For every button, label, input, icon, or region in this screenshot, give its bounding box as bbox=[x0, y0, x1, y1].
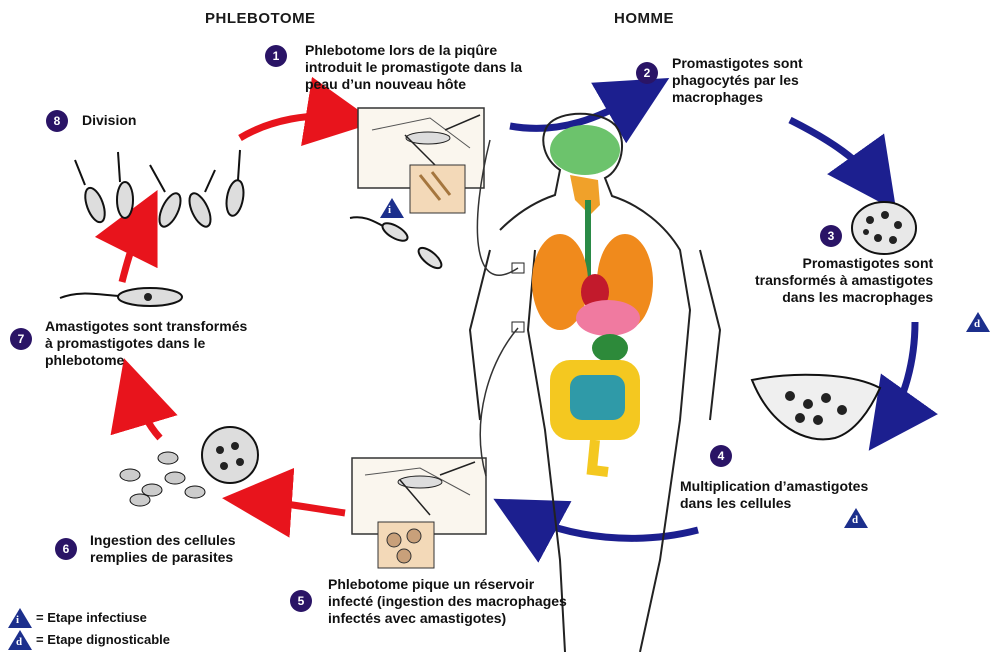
step-7-badge: 7 bbox=[10, 328, 32, 350]
step-5-badge: 5 bbox=[290, 590, 312, 612]
stomach bbox=[592, 334, 628, 362]
arrow-6-to-7 bbox=[132, 385, 160, 438]
step-4-badge: 4 bbox=[710, 445, 732, 467]
step-3-badge: 3 bbox=[820, 225, 842, 247]
intestine-small bbox=[570, 375, 625, 420]
legend-infective-label: = Etape infectiuse bbox=[36, 610, 147, 625]
arrow-3-to-4 bbox=[885, 322, 915, 428]
diagnostic-stage-icon: d bbox=[844, 508, 868, 528]
legend-infective-icon: i bbox=[8, 608, 32, 628]
arrow-7-to-8 bbox=[122, 215, 145, 282]
dividing-promastigotes bbox=[75, 150, 246, 230]
diagnostic-stage-icon: d bbox=[966, 312, 990, 332]
macrophage-amastigotes bbox=[852, 202, 916, 254]
liver bbox=[576, 300, 640, 336]
human-figure bbox=[470, 114, 720, 652]
arrow-5-to-6 bbox=[250, 500, 345, 513]
sandfly-feed-box bbox=[352, 458, 486, 568]
legend-diagnostic-icon: d bbox=[8, 630, 32, 650]
infective-stage-icon: i bbox=[380, 198, 404, 218]
step-1-badge: 1 bbox=[265, 45, 287, 67]
ingested-cells bbox=[120, 427, 258, 506]
header-vector: PHLEBOTOME bbox=[205, 10, 316, 27]
arrow-2-to-3 bbox=[790, 120, 880, 188]
step-2-badge: 2 bbox=[636, 62, 658, 84]
sandfly-bite-box bbox=[358, 108, 484, 213]
promastigote-single bbox=[60, 288, 182, 306]
legend-diagnostic-label: = Etape dignosticable bbox=[36, 632, 170, 647]
step-8-badge: 8 bbox=[46, 110, 68, 132]
infected-cell bbox=[752, 375, 880, 440]
arrow-4-to-5 bbox=[518, 512, 698, 538]
header-human: HOMME bbox=[614, 10, 674, 27]
arrow-1-to-2 bbox=[510, 92, 645, 128]
promastigote-pair bbox=[350, 217, 445, 271]
step-8-text: Division bbox=[82, 112, 136, 129]
arrow-8-to-1 bbox=[240, 116, 348, 138]
brain bbox=[550, 125, 620, 175]
step-6-badge: 6 bbox=[55, 538, 77, 560]
